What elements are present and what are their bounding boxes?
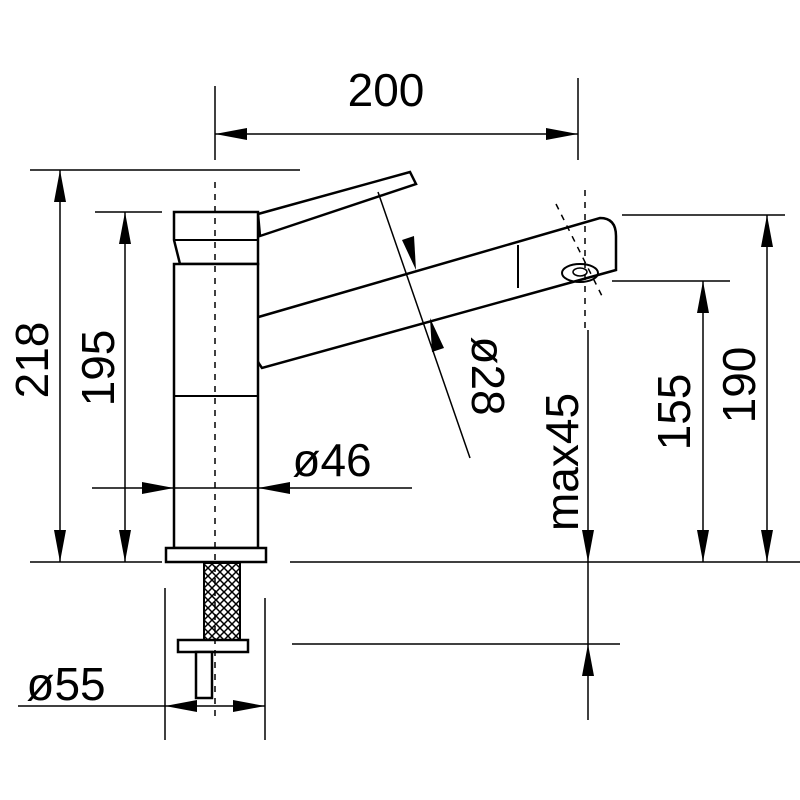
dim-spout-diameter: ø28 <box>462 336 514 415</box>
faucet-base <box>164 546 268 564</box>
lever-handle <box>256 170 418 238</box>
dim-spout-reach: 200 <box>348 64 425 116</box>
dim-lever-height: 195 <box>72 330 124 407</box>
dim-outlet-height: 190 <box>713 347 765 424</box>
center-lines <box>214 182 605 720</box>
faucet-outline <box>164 170 618 700</box>
faucet-body <box>172 262 260 550</box>
threaded-shank <box>203 562 241 644</box>
extension-lines <box>30 78 800 740</box>
dim-body-diameter: ø46 <box>292 434 371 486</box>
dim-total-height: 218 <box>6 322 58 399</box>
dim-aerator-height: 155 <box>648 374 700 451</box>
mounting-nut <box>176 638 250 654</box>
supply-stud <box>194 650 214 700</box>
dim-max-thickness: max45 <box>536 393 588 531</box>
dim-base-diameter: ø55 <box>26 658 105 710</box>
aerator <box>561 263 599 283</box>
top-cap <box>172 210 260 266</box>
dimension-lines <box>18 128 773 720</box>
